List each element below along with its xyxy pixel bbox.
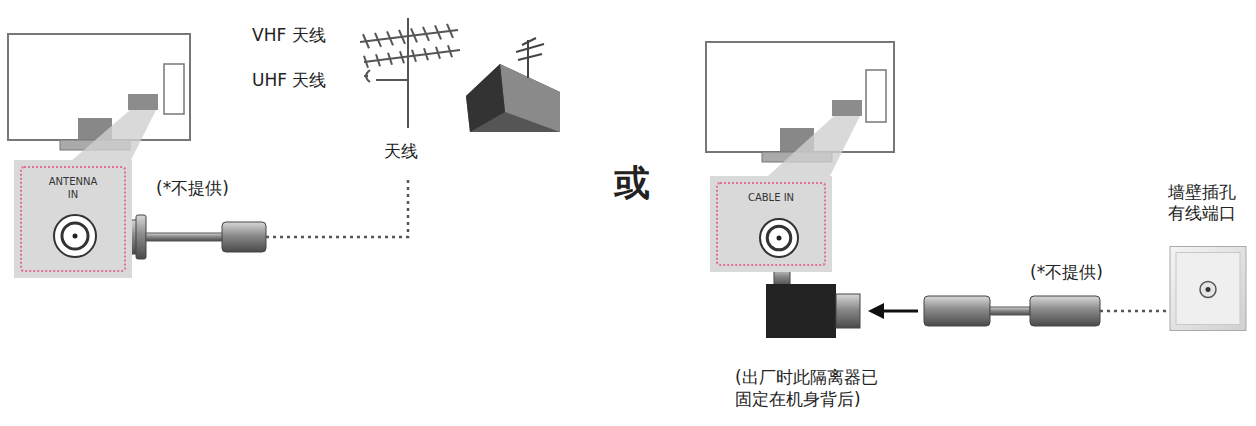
house [466, 38, 560, 132]
port-label: CABLE IN [740, 192, 802, 205]
antenna-in-panel: ANTENNA IN [14, 160, 132, 278]
or-label: 或 [614, 160, 650, 207]
antenna-label: 天线 [384, 140, 418, 162]
port-label: ANTENNA IN [42, 176, 104, 201]
cable-in-panel: CABLE IN [710, 176, 832, 272]
outlet-label: 墙壁插孔 有线端口 [1168, 182, 1240, 225]
insert-arrow [868, 303, 918, 319]
tv-left [8, 34, 190, 162]
not-supplied-note: (*不提供) [156, 177, 229, 199]
isolator [766, 268, 860, 338]
isolator-note: (出厂时此隔离器已 固定在机身背后) [735, 366, 893, 410]
tv-right [706, 42, 894, 176]
antenna-label: UHF 天线 [252, 69, 326, 91]
wall-outlet: 墙壁插孔 有线端口 [1168, 182, 1250, 333]
coax-cable-right [924, 296, 1172, 326]
not-supplied-note: (*不提供) [1030, 261, 1103, 283]
antenna [360, 18, 460, 128]
coax-jack [710, 176, 832, 272]
antenna-label: VHF 天线 [252, 24, 326, 46]
